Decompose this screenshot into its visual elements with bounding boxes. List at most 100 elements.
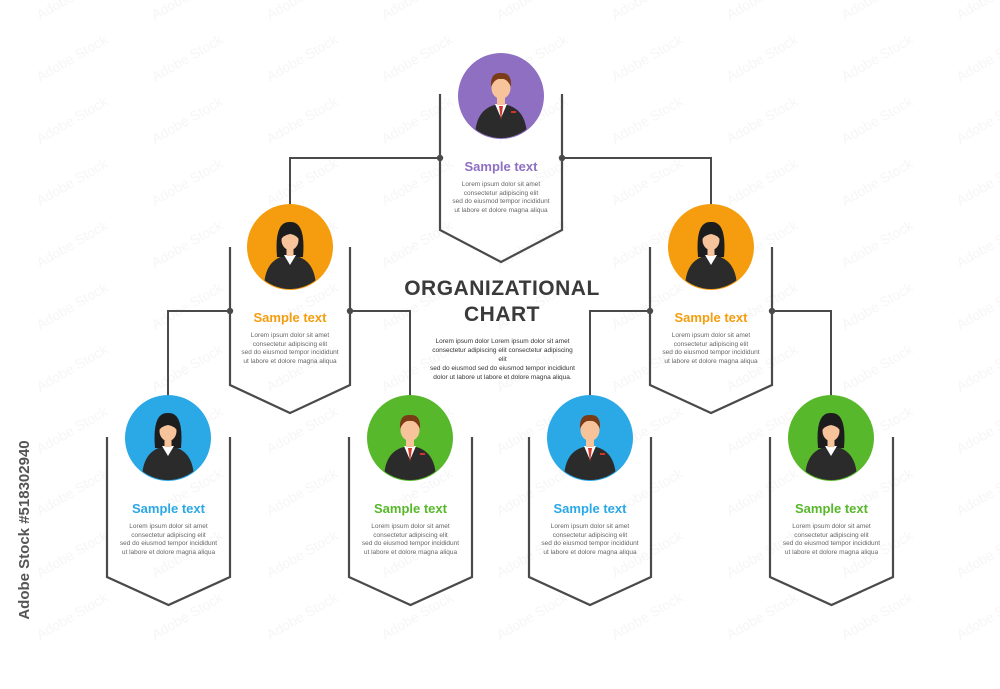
node-card-outline bbox=[648, 247, 774, 415]
node-title: Sample text bbox=[132, 501, 205, 516]
node-title: Sample text bbox=[374, 501, 447, 516]
watermark-mark: Adobe Stock bbox=[839, 31, 917, 85]
watermark-text: Adobe Stock bbox=[16, 527, 33, 620]
watermark-mark: Adobe Stock bbox=[954, 155, 1000, 209]
connector-ceo-to-manager-left bbox=[289, 157, 440, 210]
node-manager-left bbox=[228, 204, 352, 415]
watermark-mark: Adobe Stock bbox=[264, 0, 342, 23]
node-description: Lorem ipsum dolor sit amet consectetur a… bbox=[782, 523, 881, 556]
node-title: Sample text bbox=[795, 501, 868, 516]
watermark-mark: Adobe Stock bbox=[379, 31, 457, 85]
watermark-mark: Adobe Stock bbox=[149, 0, 227, 23]
watermark-mark: Adobe Stock bbox=[494, 589, 572, 643]
watermark-mark: Adobe Stock bbox=[839, 217, 917, 271]
watermark-mark: Adobe Stock bbox=[149, 31, 227, 85]
watermark-mark: Adobe Stock bbox=[724, 589, 802, 643]
watermark-mark: Adobe Stock bbox=[34, 589, 112, 643]
watermark-mark: Adobe Stock bbox=[724, 93, 802, 147]
node-description: Lorem ipsum dolor sit amet consectetur a… bbox=[119, 523, 218, 556]
node-description: Lorem ipsum dolor sit amet consectetur a… bbox=[541, 523, 639, 556]
watermark-mark: Adobe Stock bbox=[954, 217, 1000, 271]
node-title: Sample text bbox=[674, 310, 748, 325]
watermark-mark: Adobe Stock bbox=[264, 93, 342, 147]
node-title: Sample text bbox=[253, 310, 327, 325]
watermark-mark: Adobe Stock bbox=[954, 93, 1000, 147]
node-staff-1 bbox=[105, 395, 232, 607]
node-staff-2 bbox=[347, 395, 474, 607]
watermark-mark: Adobe Stock bbox=[839, 155, 917, 209]
watermark-mark: Adobe Stock bbox=[264, 31, 342, 85]
watermark-mark: Adobe Stock bbox=[724, 155, 802, 209]
watermark-mark: Adobe Stock bbox=[264, 527, 342, 581]
watermark-mark: Adobe Stock bbox=[149, 341, 227, 395]
watermark-mark: Adobe Stock bbox=[34, 279, 112, 333]
businessman-icon bbox=[564, 414, 616, 480]
watermark-mark: Adobe Stock bbox=[954, 0, 1000, 23]
watermark-mark: Adobe Stock bbox=[954, 403, 1000, 457]
watermark-mark: Adobe Stock bbox=[149, 279, 227, 333]
businesswoman-icon bbox=[142, 412, 194, 480]
node-card-outline bbox=[768, 437, 895, 607]
connector-ceo-to-manager-right bbox=[562, 157, 712, 210]
stock-watermark-label: Adobe Stock #518302940 bbox=[16, 420, 36, 640]
watermark-mark: Adobe Stock bbox=[34, 403, 112, 457]
watermark-mark: Adobe Stock bbox=[954, 31, 1000, 85]
node-staff-3 bbox=[527, 395, 653, 607]
connector-manager-left-to-staff-2 bbox=[350, 310, 411, 400]
node-description: Lorem ipsum dolor sit amet consectetur a… bbox=[361, 523, 460, 556]
watermark-mark: Adobe Stock bbox=[34, 155, 112, 209]
watermark-mark: Adobe Stock bbox=[149, 217, 227, 271]
node-card-outline bbox=[105, 437, 232, 607]
connector-manager-left-to-staff-1 bbox=[167, 310, 230, 400]
watermark-mark: Adobe Stock bbox=[954, 465, 1000, 519]
watermark-mark: Adobe Stock bbox=[954, 341, 1000, 395]
node-title: Sample text bbox=[464, 159, 538, 174]
watermark-mark: Adobe Stock bbox=[724, 31, 802, 85]
chart-title: ORGANIZATIONAL CHART bbox=[404, 277, 600, 326]
watermark-mark: Adobe Stock bbox=[609, 0, 687, 23]
watermark-mark: Adobe Stock bbox=[34, 217, 112, 271]
watermark-mark: Adobe Stock bbox=[839, 0, 917, 23]
watermark-mark: Adobe Stock bbox=[34, 0, 112, 23]
watermark-mark: Adobe Stock bbox=[34, 31, 112, 85]
businesswoman-icon bbox=[685, 221, 737, 289]
node-manager-right bbox=[648, 204, 774, 415]
watermark-mark: Adobe Stock bbox=[379, 0, 457, 23]
watermark-mark: Adobe Stock bbox=[954, 527, 1000, 581]
node-card-outline bbox=[527, 437, 653, 607]
watermark-stock-id: #518302940 bbox=[16, 440, 33, 524]
chart-description: Lorem ipsum dolor Lorem ipsum dolor sit … bbox=[430, 338, 575, 381]
watermark-mark: Adobe Stock bbox=[954, 279, 1000, 333]
node-title: Sample text bbox=[553, 501, 627, 516]
watermark-mark: Adobe Stock bbox=[609, 155, 687, 209]
watermark-mark: Adobe Stock bbox=[34, 93, 112, 147]
node-description: Lorem ipsum dolor sit amet consectetur a… bbox=[241, 332, 339, 365]
watermark-mark: Adobe Stock bbox=[609, 31, 687, 85]
node-ceo bbox=[438, 53, 564, 264]
watermark-mark: Adobe Stock bbox=[264, 465, 342, 519]
watermark-mark: Adobe Stock bbox=[264, 403, 342, 457]
watermark-mark: Adobe Stock bbox=[264, 589, 342, 643]
node-card-outline bbox=[228, 247, 352, 415]
watermark-mark: Adobe Stock bbox=[839, 279, 917, 333]
watermark-mark: Adobe Stock bbox=[839, 341, 917, 395]
watermark-mark: Adobe Stock bbox=[494, 217, 572, 271]
node-staff-4 bbox=[768, 395, 895, 607]
watermark-mark: Adobe Stock bbox=[379, 93, 457, 147]
watermark-mark: Adobe Stock bbox=[264, 155, 342, 209]
node-card-outline bbox=[347, 437, 474, 607]
connector-manager-right-to-staff-4 bbox=[772, 310, 832, 400]
node-description: Lorem ipsum dolor sit amet consectetur a… bbox=[662, 332, 760, 365]
node-card-outline bbox=[438, 94, 564, 264]
connector-manager-right-to-staff-3 bbox=[589, 310, 650, 400]
businesswoman-icon bbox=[264, 221, 316, 289]
watermark-mark: Adobe Stock bbox=[724, 0, 802, 23]
businessman-icon bbox=[475, 72, 527, 138]
businessman-icon bbox=[384, 414, 436, 480]
businesswoman-icon bbox=[805, 412, 857, 480]
watermark-mark: Adobe Stock bbox=[149, 155, 227, 209]
watermark-mark: Adobe Stock bbox=[494, 0, 572, 23]
watermark-mark: Adobe Stock bbox=[34, 341, 112, 395]
watermark-mark: Adobe Stock bbox=[954, 589, 1000, 643]
